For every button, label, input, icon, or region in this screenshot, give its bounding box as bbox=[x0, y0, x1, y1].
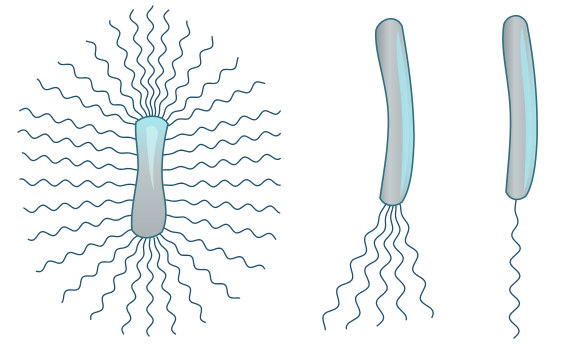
flagellum-23 bbox=[37, 228, 137, 272]
flagella-lophotrichous bbox=[323, 204, 433, 330]
flagellum-11 bbox=[20, 108, 138, 140]
bacterium-peritrichous bbox=[18, 6, 280, 336]
flagellum-16 bbox=[163, 155, 280, 171]
flagellum-18 bbox=[164, 179, 280, 187]
flagellum-2 bbox=[154, 10, 169, 120]
flagellum-20 bbox=[166, 200, 280, 213]
flagellum-29 bbox=[122, 238, 146, 334]
flagellum-5 bbox=[86, 41, 146, 123]
bacterium-lophotrichous bbox=[323, 19, 433, 330]
flagellum-12 bbox=[164, 111, 280, 140]
flagellum-26 bbox=[160, 234, 240, 298]
flagellum-7 bbox=[58, 62, 144, 125]
flagellum-1 bbox=[147, 6, 154, 120]
flagellum-15 bbox=[22, 153, 137, 170]
flagellum-0 bbox=[323, 204, 386, 330]
flagellum-30 bbox=[154, 238, 176, 334]
flagellum-17 bbox=[20, 179, 137, 187]
flagellum-2 bbox=[376, 206, 393, 326]
flagellum-3 bbox=[394, 206, 407, 320]
flagellum-19 bbox=[24, 200, 136, 213]
flagellum-8 bbox=[160, 58, 238, 125]
cell-body-monotrichous bbox=[503, 16, 537, 200]
flagellum-24 bbox=[164, 228, 265, 269]
flagellum-13 bbox=[18, 130, 137, 155]
flagellum-14 bbox=[163, 132, 280, 155]
flagellum-9 bbox=[37, 79, 142, 128]
flagella-monotrichous bbox=[509, 200, 520, 338]
flagellum-0 bbox=[509, 200, 520, 338]
flagellum-3 bbox=[110, 21, 148, 121]
flagellum-4 bbox=[400, 204, 433, 318]
flagellum-25 bbox=[62, 234, 140, 302]
bacterium-monotrichous bbox=[503, 16, 537, 338]
flagellum-31 bbox=[147, 238, 153, 336]
